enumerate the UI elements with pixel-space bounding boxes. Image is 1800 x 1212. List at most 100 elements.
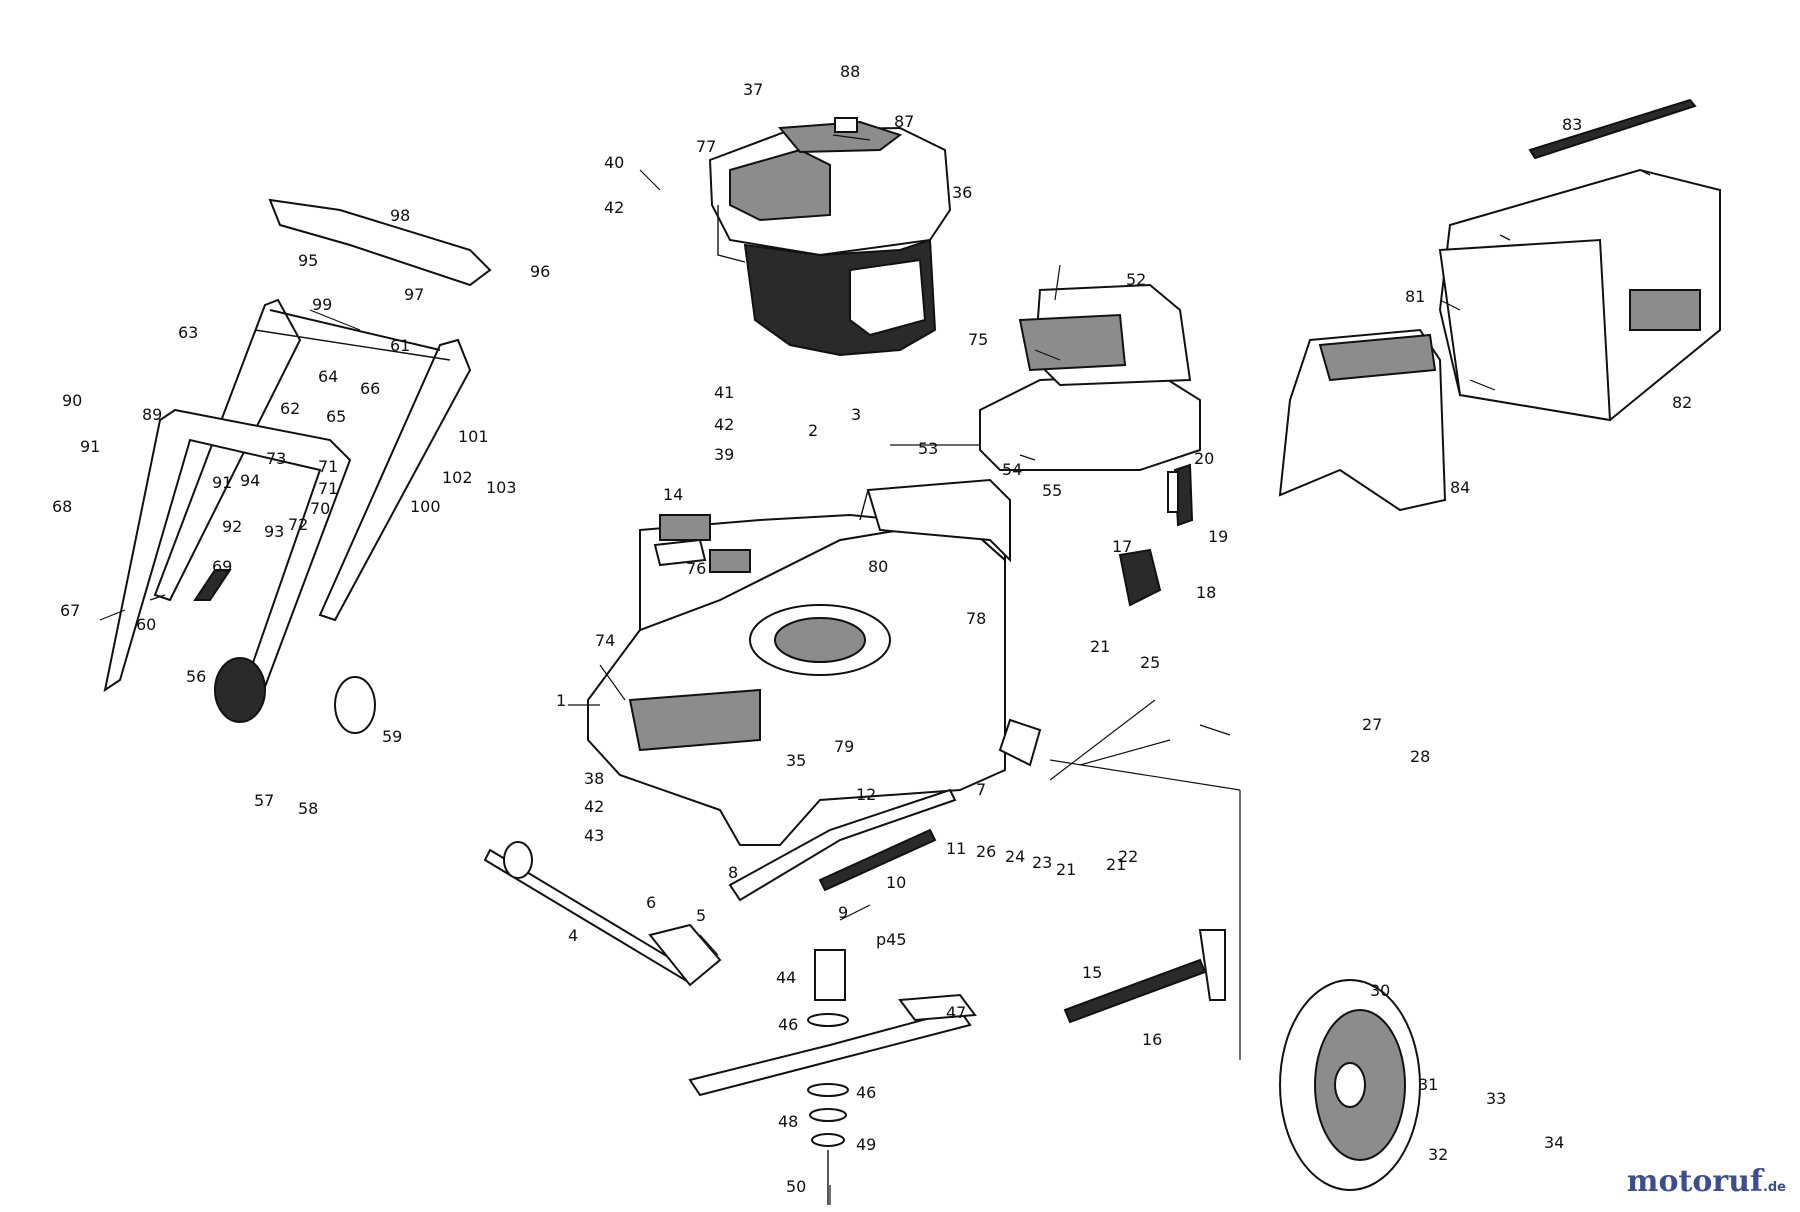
blade-assembly: [688, 949, 977, 1205]
label-part-54: 54: [1002, 460, 1022, 479]
label-part-50: 50: [786, 1177, 806, 1196]
watermark-logo: motoruf.de: [1627, 1164, 1786, 1199]
label-part-11: 11: [946, 839, 966, 858]
label-part-18: 18: [1196, 583, 1216, 602]
label-part-71a: 71: [318, 457, 338, 476]
label-part-64: 64: [318, 367, 338, 386]
label-part-6: 6: [646, 893, 656, 912]
handle-assembly: [103, 198, 492, 734]
label-part-68: 68: [52, 497, 72, 516]
label-part-87: 87: [894, 112, 914, 131]
label-part-42b: 42: [714, 415, 734, 434]
label-part-30: 30: [1370, 981, 1390, 1000]
label-part-43: 43: [584, 826, 604, 845]
label-part-65: 65: [326, 407, 346, 426]
front-wheel: [1063, 929, 1421, 1191]
label-part-57: 57: [254, 791, 274, 810]
label-part-31: 31: [1418, 1075, 1438, 1094]
label-part-42c: 42: [584, 797, 604, 816]
grass-catcher: [1278, 98, 1721, 512]
label-part-96: 96: [530, 262, 550, 281]
label-part-8: 8: [728, 863, 738, 882]
label-part-92: 92: [222, 517, 242, 536]
label-part-97: 97: [404, 285, 424, 304]
label-part-58: 58: [298, 799, 318, 818]
label-part-98: 98: [390, 206, 410, 225]
label-part-101: 101: [458, 427, 489, 446]
label-part-48: 48: [778, 1112, 798, 1131]
label-part-61: 61: [390, 336, 410, 355]
label-part-15: 15: [1082, 963, 1102, 982]
label-part-42a: 42: [604, 198, 624, 217]
mower-deck: [587, 478, 1011, 846]
label-part-80: 80: [868, 557, 888, 576]
label-part-22: 22: [1118, 847, 1138, 866]
label-part-49: 49: [856, 1135, 876, 1154]
label-part-75: 75: [968, 330, 988, 349]
label-part-88: 88: [840, 62, 860, 81]
label-part-10: 10: [886, 873, 906, 892]
cover: [979, 283, 1201, 471]
label-part-102: 102: [442, 468, 473, 487]
label-part-32: 32: [1428, 1145, 1448, 1164]
label-part-5: 5: [696, 906, 706, 925]
label-part-59: 59: [382, 727, 402, 746]
height-adjust: [728, 788, 957, 902]
label-part-69: 69: [212, 557, 232, 576]
label-part-36: 36: [952, 183, 972, 202]
label-part-67: 67: [60, 601, 80, 620]
label-part-93: 93: [264, 522, 284, 541]
label-part-46a: 46: [778, 1015, 798, 1034]
label-part-20: 20: [1194, 449, 1214, 468]
label-part-94: 94: [240, 471, 260, 490]
label-part-21c: 21: [1106, 855, 1126, 874]
leader-lines: [99, 134, 1496, 1205]
label-part-71b: 71: [318, 479, 338, 498]
rear-axle: [483, 841, 722, 987]
label-part-7: 7: [976, 780, 986, 799]
label-part-16: 16: [1142, 1030, 1162, 1049]
label-part-103: 103: [486, 478, 517, 497]
label-part-62: 62: [280, 399, 300, 418]
label-part-91b: 91: [212, 473, 232, 492]
label-part-21a: 21: [1090, 637, 1110, 656]
label-part-38: 38: [584, 769, 604, 788]
label-part-91a: 91: [80, 437, 100, 456]
label-part-84: 84: [1450, 478, 1470, 497]
label-part-55: 55: [1042, 481, 1062, 500]
label-part-76: 76: [686, 559, 706, 578]
label-part-56: 56: [186, 667, 206, 686]
label-part-60: 60: [136, 615, 156, 634]
label-part-90: 90: [62, 391, 82, 410]
label-part-p45: p45: [876, 930, 907, 949]
label-part-83: 83: [1562, 115, 1582, 134]
label-part-81: 81: [1405, 287, 1425, 306]
label-part-3: 3: [851, 405, 861, 424]
label-part-46b: 46: [856, 1083, 876, 1102]
label-part-40: 40: [604, 153, 624, 172]
label-part-34: 34: [1544, 1133, 1564, 1152]
label-part-39: 39: [714, 445, 734, 464]
label-part-78: 78: [966, 609, 986, 628]
label-part-26: 26: [976, 842, 996, 861]
label-part-95: 95: [298, 251, 318, 270]
label-part-41: 41: [714, 383, 734, 402]
label-part-74: 74: [595, 631, 615, 650]
label-part-2: 2: [808, 421, 818, 440]
label-part-21b: 21: [1056, 860, 1076, 879]
label-part-24: 24: [1005, 847, 1025, 866]
label-part-99: 99: [312, 295, 332, 314]
label-part-72: 72: [288, 515, 308, 534]
watermark-text: motoruf: [1626, 1164, 1763, 1199]
label-part-63: 63: [178, 323, 198, 342]
label-part-53: 53: [918, 439, 938, 458]
label-part-44: 44: [776, 968, 796, 987]
watermark-suffix: .de: [1762, 1180, 1786, 1195]
label-part-1: 1: [556, 691, 566, 710]
label-part-37: 37: [743, 80, 763, 99]
small-parts: [659, 463, 1194, 767]
label-part-19: 19: [1208, 527, 1228, 546]
label-part-12: 12: [856, 785, 876, 804]
label-part-77: 77: [696, 137, 716, 156]
